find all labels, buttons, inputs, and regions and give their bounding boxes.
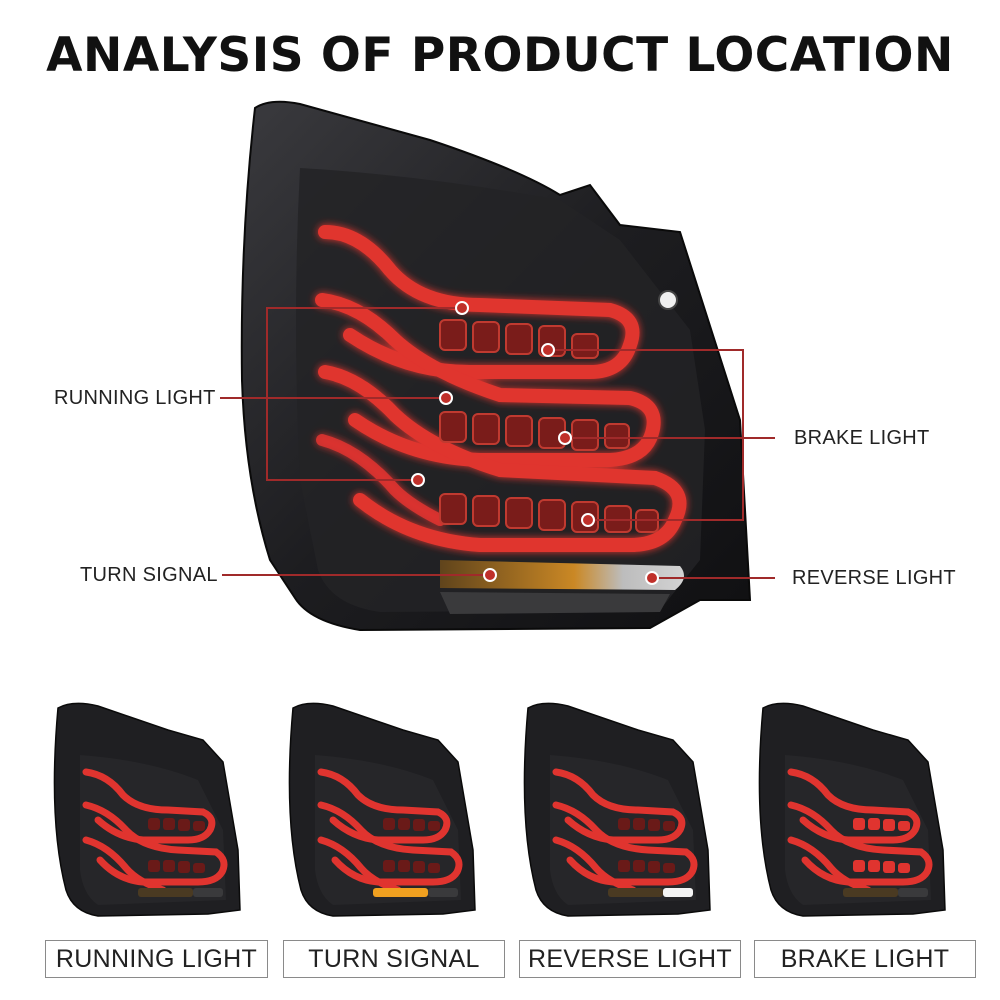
thumbnail-reverse-light: [508, 700, 738, 932]
thumbnail-running-light: [38, 700, 268, 932]
mounting-hole-icon: [658, 290, 678, 310]
thumbnail-label: RUNNING LIGHT: [45, 940, 268, 978]
callout-reverse-light: REVERSE LIGHT: [792, 567, 956, 589]
callout-running-light: RUNNING LIGHT: [54, 387, 216, 409]
main-tail-light-diagram: [220, 100, 775, 632]
thumbnail-label: TURN SIGNAL: [283, 940, 505, 978]
callout-turn-signal: TURN SIGNAL: [80, 564, 218, 586]
page-title: ANALYSIS OF PRODUCT LOCATION: [46, 28, 954, 83]
thumbnail-brake-light: [743, 700, 973, 932]
thumbnail-label: REVERSE LIGHT: [519, 940, 741, 978]
callout-lines: [220, 307, 775, 579]
callout-brake-light: BRAKE LIGHT: [794, 427, 930, 449]
brake-led-pods: [439, 319, 659, 533]
turn-reverse-strip: [440, 560, 684, 590]
callout-dots: [411, 301, 659, 585]
running-light-bars: [315, 225, 687, 552]
thumbnail-label: BRAKE LIGHT: [754, 940, 976, 978]
thumbnail-turn-signal: [273, 700, 503, 932]
